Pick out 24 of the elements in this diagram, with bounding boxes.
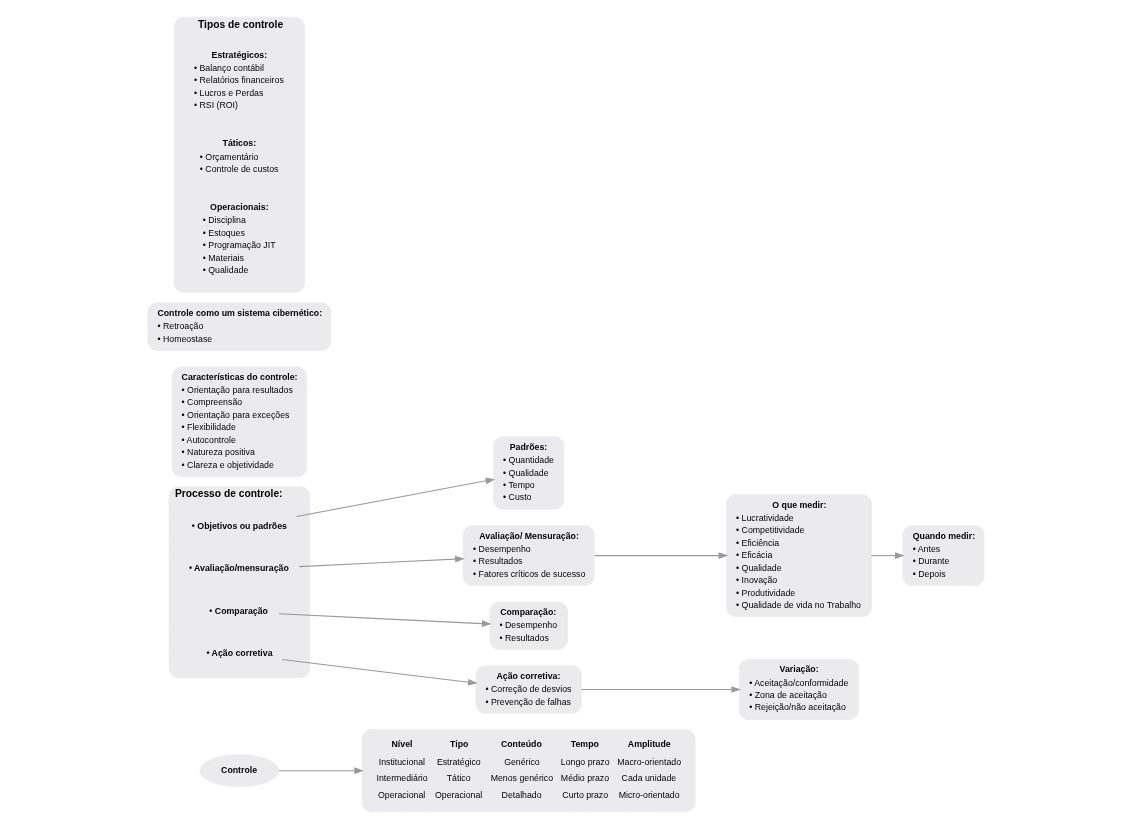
node-text: Operacionais: • Disciplina • Estoques • Programação JIT • Materiais • Qualidade	[202, 202, 276, 275]
node-text: • Ação corretiva	[206, 648, 273, 659]
node-box: Padrões: • Quantidade • Qualidade • Tempo • Custo	[493, 436, 565, 510]
arrow	[298, 555, 465, 568]
node-text: Táticos: • Orçamentário • Controle de custos	[199, 138, 279, 174]
arrow	[296, 477, 496, 517]
arrow	[278, 613, 492, 627]
node-text: • Avaliação/mensuração	[188, 563, 289, 574]
node-box: Ação corretiva: • Correção de desvios • Prevenção de falhas	[475, 665, 582, 714]
node-text: • Objetivos ou padrões	[191, 520, 287, 531]
node-text: Estratégicos: • Balanço contábil • Relatórios financeiros • Lucros e Perdas • RSI (ROI)	[194, 49, 284, 111]
node-box: Quando medir: • Antes • Durante • Depois	[902, 525, 985, 586]
node-ellipse: Controle	[199, 754, 280, 788]
arrow	[281, 658, 478, 686]
arrow	[870, 552, 905, 559]
node-box: Avaliação/ Mensuração: • Desempenho • Resultados • Fatores críticos de sucesso	[462, 525, 595, 586]
node-box: Nível Tipo Conteúdo Tempo Amplitude Institucional Estratégico Genérico Longo prazo Macro-orientado Intermediário Tático Menos genérico Médio prazo Cada unidade Operacional Operacional Detalhado Curto prazo Micro-orientado	[361, 729, 696, 812]
node-text: • Comparação	[209, 605, 268, 616]
arrow	[278, 767, 364, 775]
arrow	[581, 686, 741, 693]
arrow	[593, 552, 729, 559]
node-box: Variação: • Aceitação/conformidade • Zona de aceitação • Rejeição/não aceitação	[739, 659, 859, 720]
node-box: Comparação: • Desempenho • Resultados	[489, 601, 568, 650]
node-box: O que medir: • Lucratividade • Competitividade • Eficiência • Eficácia • Qualidade • Inovação • Produtividade • Qualidade de vida no Trabalho	[726, 494, 872, 618]
